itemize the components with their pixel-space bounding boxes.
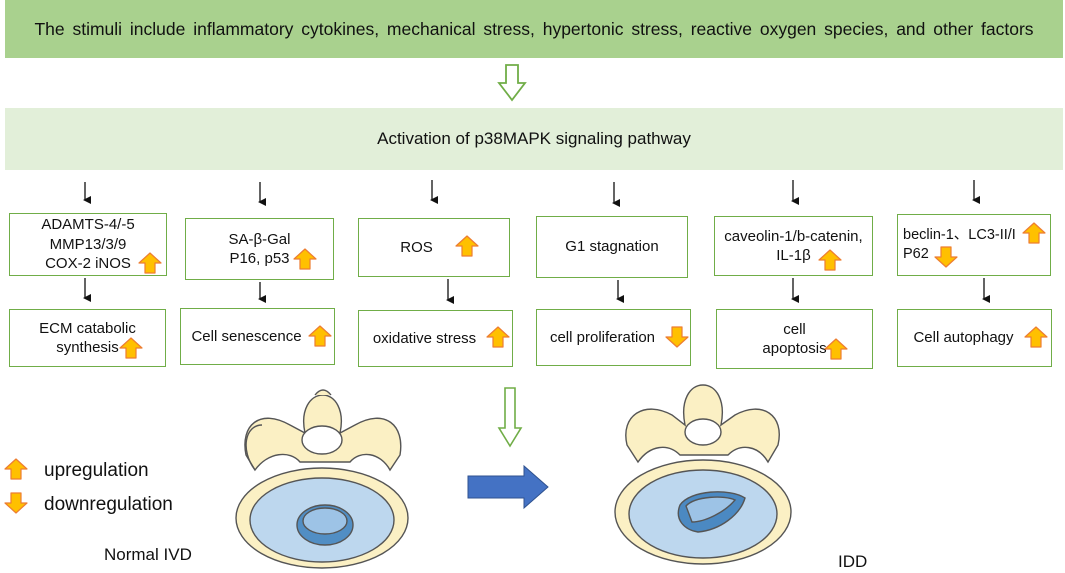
- upper-box-apoptosis: caveolin-1/b-catenin, IL-1β: [714, 216, 873, 276]
- hollow-down-arrow-icon: [497, 64, 527, 102]
- upper-text-autophagy: beclin-1、LC3-II/I P62: [903, 227, 1016, 262]
- legend-up-label: upregulation: [44, 460, 149, 481]
- upper-box-g1: G1 stagnation: [536, 216, 688, 278]
- upper-text-ros: ROS: [400, 238, 433, 256]
- hollow-down-arrow-icon: [497, 387, 523, 448]
- upregulation-arrow-icon: [1024, 326, 1048, 348]
- lower-text-apoptosis: cell apoptosis: [762, 320, 827, 358]
- downregulation-arrow-icon: [665, 326, 689, 348]
- upper-text-g1: G1 stagnation: [565, 238, 659, 256]
- upregulation-arrow-icon: [486, 326, 510, 348]
- legend-upregulation-icon: [4, 458, 28, 480]
- legend-downregulation-icon: [4, 492, 28, 514]
- upregulation-arrow-icon: [119, 337, 143, 359]
- transition-arrow-icon: [467, 464, 549, 510]
- upregulation-arrow-icon: [293, 248, 317, 270]
- legend-down-label: downregulation: [44, 494, 173, 515]
- upper-text-ecm: ADAMTS-4/-5 MMP13/3/9 COX-2 iNOS: [41, 216, 135, 273]
- normal-ivd-vertebra-icon: [235, 389, 409, 569]
- upregulation-arrow-icon: [818, 249, 842, 271]
- box-arrows: [83, 278, 990, 304]
- upper-box-ecm: ADAMTS-4/-5 MMP13/3/9 COX-2 iNOS: [9, 213, 167, 276]
- pathway-text: Activation of p38MAPK signaling pathway: [377, 129, 691, 148]
- upregulation-arrow-icon: [455, 235, 479, 257]
- lower-text-senescence: Cell senescence: [191, 327, 302, 345]
- pathway-banner: Activation of p38MAPK signaling pathway: [5, 108, 1063, 170]
- idd-vertebra-icon: [614, 384, 792, 565]
- lower-text-oxidative: oxidative stress: [372, 329, 477, 347]
- lower-text-proliferation: cell proliferation: [549, 328, 656, 346]
- lower-box-autophagy: Cell autophagy: [897, 309, 1052, 367]
- lower-text-ecm: ECM catabolic synthesis: [39, 319, 136, 357]
- pathway-arrows: [83, 180, 980, 207]
- upregulation-arrow-icon: [824, 338, 848, 360]
- lower-box-ecm: ECM catabolic synthesis: [9, 309, 166, 367]
- upper-text-apoptosis: caveolin-1/b-catenin, IL-1β: [724, 227, 863, 265]
- upregulation-arrow-icon: [1022, 222, 1046, 244]
- normal-ivd-label: Normal IVD: [104, 545, 192, 564]
- upregulation-arrow-icon: [308, 325, 332, 347]
- upper-box-senescence: SA-β-Gal P16, p53: [185, 218, 334, 280]
- lower-box-proliferation: cell proliferation: [536, 309, 691, 366]
- stimuli-text: The stimuli include inflammatory cytokin…: [34, 18, 1034, 39]
- lower-text-autophagy: Cell autophagy: [913, 329, 1014, 347]
- upper-box-ros: ROS: [358, 218, 510, 277]
- upper-box-autophagy: beclin-1、LC3-II/I P62: [897, 214, 1051, 276]
- upregulation-arrow-icon: [138, 252, 162, 274]
- lower-box-oxidative: oxidative stress: [358, 310, 513, 367]
- upper-text-senescence: SA-β-Gal P16, p53: [228, 230, 291, 268]
- idd-label: IDD: [838, 552, 868, 571]
- downregulation-arrow-icon: [934, 246, 958, 268]
- lower-box-apoptosis: cell apoptosis: [716, 309, 873, 369]
- stimuli-banner: The stimuli include inflammatory cytokin…: [5, 0, 1063, 58]
